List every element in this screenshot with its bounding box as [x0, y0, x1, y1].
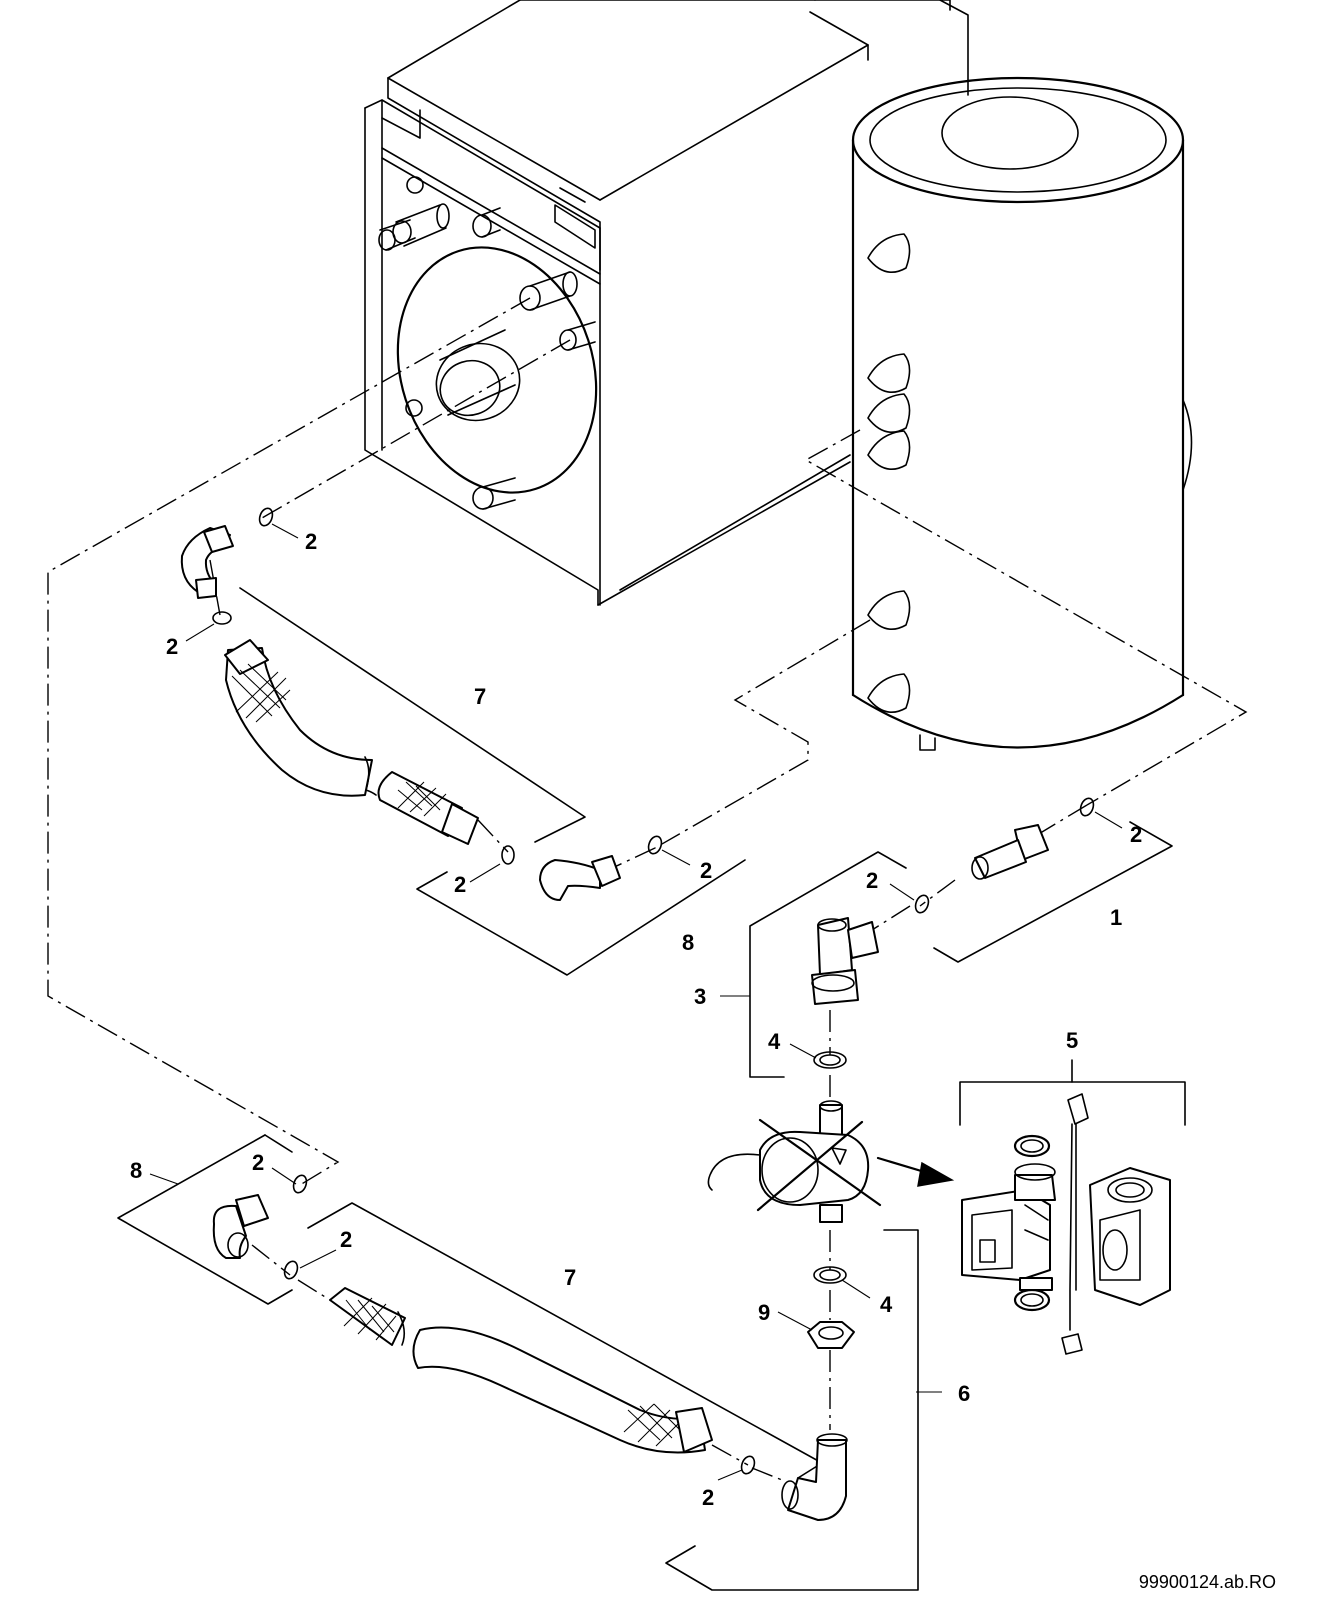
callout-4: 4 — [880, 1292, 893, 1317]
lower-flex-hose-assembly — [212, 1174, 756, 1475]
boiler-unit — [364, 0, 969, 606]
shutoff-valve — [811, 894, 930, 1069]
old-pump-removed — [707, 1100, 882, 1223]
replacement-arrow — [876, 1156, 955, 1187]
callout-2: 2 — [1130, 822, 1142, 847]
callout-7: 7 — [564, 1265, 576, 1290]
callout-8: 8 — [682, 930, 694, 955]
callout-5: 5 — [1066, 1028, 1078, 1053]
callout-9: 9 — [758, 1300, 770, 1325]
callout-2: 2 — [454, 872, 466, 897]
callout-2: 2 — [252, 1150, 264, 1175]
callout-3: 3 — [694, 984, 706, 1009]
upper-flex-hose-assembly — [180, 507, 663, 901]
group-brackets — [117, 587, 1186, 1591]
document-number: 99900124.ab.RO — [1139, 1572, 1276, 1592]
lower-pipe-assembly — [781, 1266, 855, 1521]
boiler-connection-stubs — [378, 176, 596, 510]
cylinder-connection-stubs — [867, 233, 911, 714]
callout-labels: 2 2 7 2 2 8 2 2 1 3 4 5 8 2 2 7 4 9 6 2 — [130, 529, 1142, 1510]
new-pump-kit — [961, 1093, 1171, 1355]
callout-6: 6 — [958, 1381, 970, 1406]
callout-2: 2 — [340, 1227, 352, 1252]
callout-7: 7 — [474, 684, 486, 709]
callout-2: 2 — [866, 868, 878, 893]
callout-2: 2 — [702, 1485, 714, 1510]
callout-8: 8 — [130, 1158, 142, 1183]
leader-lines — [149, 523, 1123, 1481]
callout-2: 2 — [700, 858, 712, 883]
union-fitting — [971, 797, 1095, 880]
callout-2: 2 — [305, 529, 317, 554]
callout-2: 2 — [166, 634, 178, 659]
callout-1: 1 — [1110, 905, 1122, 930]
callout-4: 4 — [768, 1029, 781, 1054]
hot-water-cylinder — [851, 76, 1193, 751]
connection-center-lines — [47, 297, 1248, 1481]
